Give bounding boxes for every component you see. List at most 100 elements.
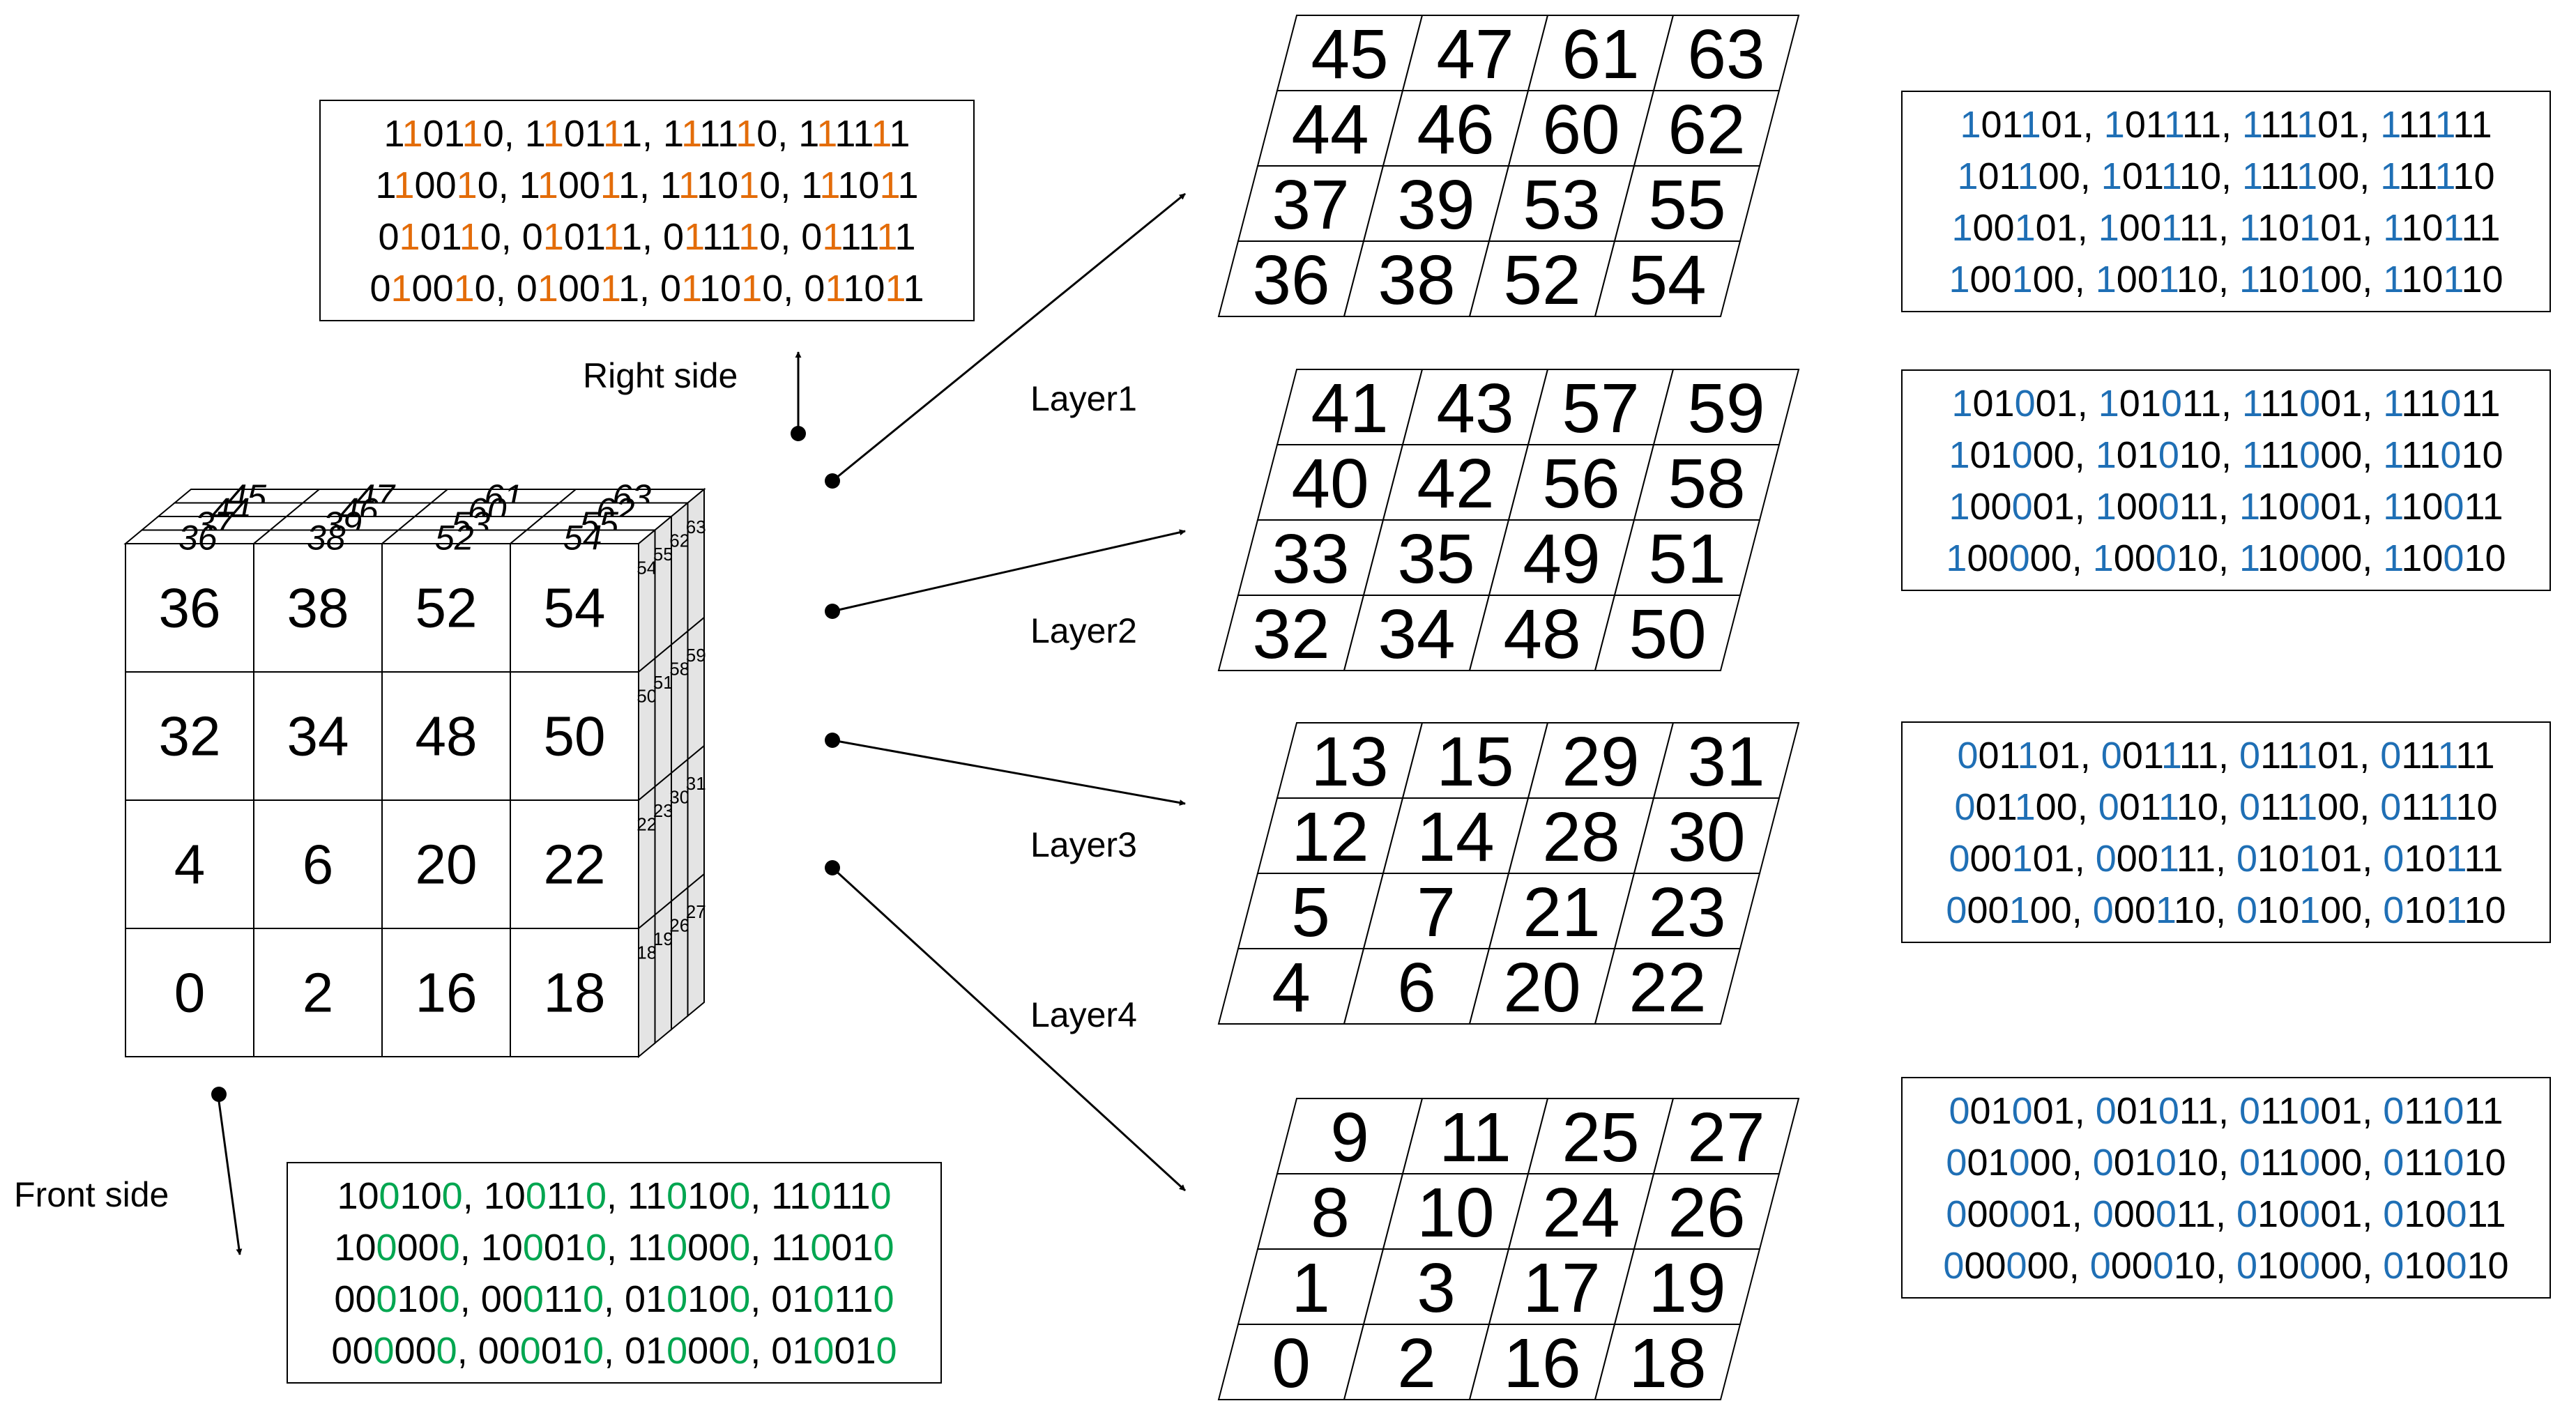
binary-code: 011110 [663,216,781,258]
layer-number: 36 [1252,241,1329,319]
binary-code: 010010 [2383,1245,2509,1287]
binary-code: 100010 [480,1227,607,1269]
code-row: 000000, 000010, 010000, 010010 [1943,1245,2509,1287]
layer3-arrow [832,739,1186,806]
binary-code: 100010 [2092,537,2218,579]
binary-code: 110001 [2239,486,2363,528]
cube-front-number: 34 [287,705,349,767]
binary-code: 110110 [383,113,504,155]
layer-number: 49 [1523,520,1600,598]
binary-code: 110010 [2383,537,2506,579]
right-side-label: Right side [583,356,738,395]
cube-front-number: 52 [416,577,478,639]
binary-code: 110000 [2239,537,2363,579]
code-row: 000101, 000111, 010101, 010111 [1949,838,2503,880]
cube-front-number: 2 [303,962,334,1024]
binary-code: 100110 [483,1175,607,1217]
binary-code: 111000 [2242,434,2363,476]
layer-number: 1 [1291,1249,1330,1327]
layer-number: 31 [1687,723,1765,801]
binary-code: 011101 [2239,735,2360,776]
code-row: 001100, 001110, 011100, 011110 [1954,786,2498,828]
layer-number: 46 [1417,91,1494,169]
binary-code: 001011 [2095,1090,2218,1132]
code-row: 100001, 100011, 110001, 110011 [1949,486,2503,528]
binary-code: 110111 [524,113,643,155]
layer-number: 9 [1330,1098,1369,1177]
layer-number: 45 [1311,15,1388,93]
binary-code: 000111 [2095,838,2216,880]
cube-front-cell [253,928,383,1057]
layer-number: 7 [1417,873,1456,951]
binary-code: 111010 [660,164,781,206]
binary-code: 100100 [1949,259,2075,300]
cube-right-number: 50 [637,685,657,706]
binary-code: 010000 [2236,1245,2363,1287]
layer-cell [1594,1324,1742,1400]
code-row: 000100, 000110, 010100, 010110 [334,1278,894,1320]
layer-number: 62 [1668,91,1745,169]
cube-right-number: 23 [653,800,673,821]
layer-cell [1594,948,1742,1025]
binary-code: 101111 [2103,104,2222,146]
binary-code: 001001 [1949,1090,2075,1132]
layer-number: 44 [1291,91,1369,169]
code-row: 101001, 101011, 111001, 111011 [1951,383,2501,424]
layer-number: 51 [1648,520,1725,598]
code-row: 110110, 110111, 111110, 111111 [383,113,910,155]
binary-code: 110011 [519,164,639,206]
binary-code: 110100 [2239,259,2363,300]
binary-code: 001010 [2092,1142,2218,1184]
layer-number: 40 [1291,445,1369,523]
layer-number: 63 [1687,15,1765,93]
binary-code: 110111 [2383,207,2501,249]
binary-code: 000000 [331,1330,457,1372]
binary-code: 111110 [2380,155,2495,197]
layer-number: 56 [1542,445,1619,523]
cube-right-number: 19 [653,928,673,949]
cube-right-cell [687,872,705,1018]
layer-number: 8 [1311,1174,1350,1252]
binary-code: 010010 [369,268,496,309]
binary-code: 100001 [1949,486,2075,528]
layer-number: 54 [1629,241,1706,319]
layer1-arrow [832,192,1186,482]
layer-cell [1594,240,1742,317]
cube-right-number: 27 [686,901,706,922]
binary-code: 000010 [2089,1245,2216,1287]
cube-front-number: 50 [544,705,606,767]
cube-front-cell [125,928,254,1057]
cube-front-cell [253,671,383,801]
cube-top-number: 36 [178,518,218,557]
layer4-arrow [831,866,1187,1192]
cube-front-number: 0 [174,962,206,1024]
layer-number: 32 [1252,595,1329,673]
binary-code: 100111 [2098,207,2218,249]
layer-number: 61 [1562,15,1639,93]
layer-number: 3 [1417,1249,1456,1327]
cube-right-number: 58 [669,658,689,679]
layer-number: 57 [1562,369,1639,447]
layer-number: 18 [1629,1324,1706,1402]
binary-code: 010000 [625,1330,751,1372]
binary-code: 000011 [2092,1193,2216,1235]
binary-code: 111011 [801,164,919,206]
layer-number: 48 [1503,595,1580,673]
cube-front-number: 4 [174,834,206,896]
binary-code: 001101 [1957,735,2080,776]
binary-code: 000010 [478,1330,604,1372]
binary-code: 100101 [1951,207,2078,249]
binary-code: 000110 [480,1278,604,1320]
layer-number: 4 [1272,949,1311,1027]
binary-code: 011111 [801,216,916,258]
binary-code: 110010 [771,1227,894,1269]
cube-right-number: 26 [669,914,689,935]
code-row: 101100, 101110, 111100, 111110 [1957,155,2495,197]
